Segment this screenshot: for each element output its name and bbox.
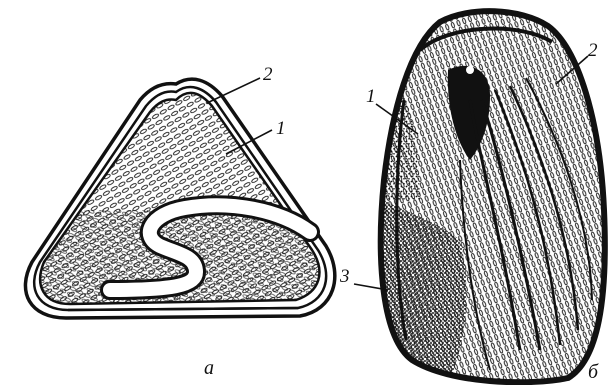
callout-b-1: 1 [366, 86, 376, 107]
seed-a-cross-section [25, 79, 334, 318]
callout-b-2: 2 [588, 40, 598, 61]
seed-b-longitudinal-section [380, 11, 605, 382]
hilum-spot [466, 66, 474, 74]
callout-a-2: 2 [263, 64, 273, 85]
callout-a-1: 1 [276, 118, 286, 139]
panel-label-b: б [588, 361, 599, 383]
callout-b-3: 3 [339, 266, 350, 287]
panel-label-a: а [204, 357, 214, 379]
